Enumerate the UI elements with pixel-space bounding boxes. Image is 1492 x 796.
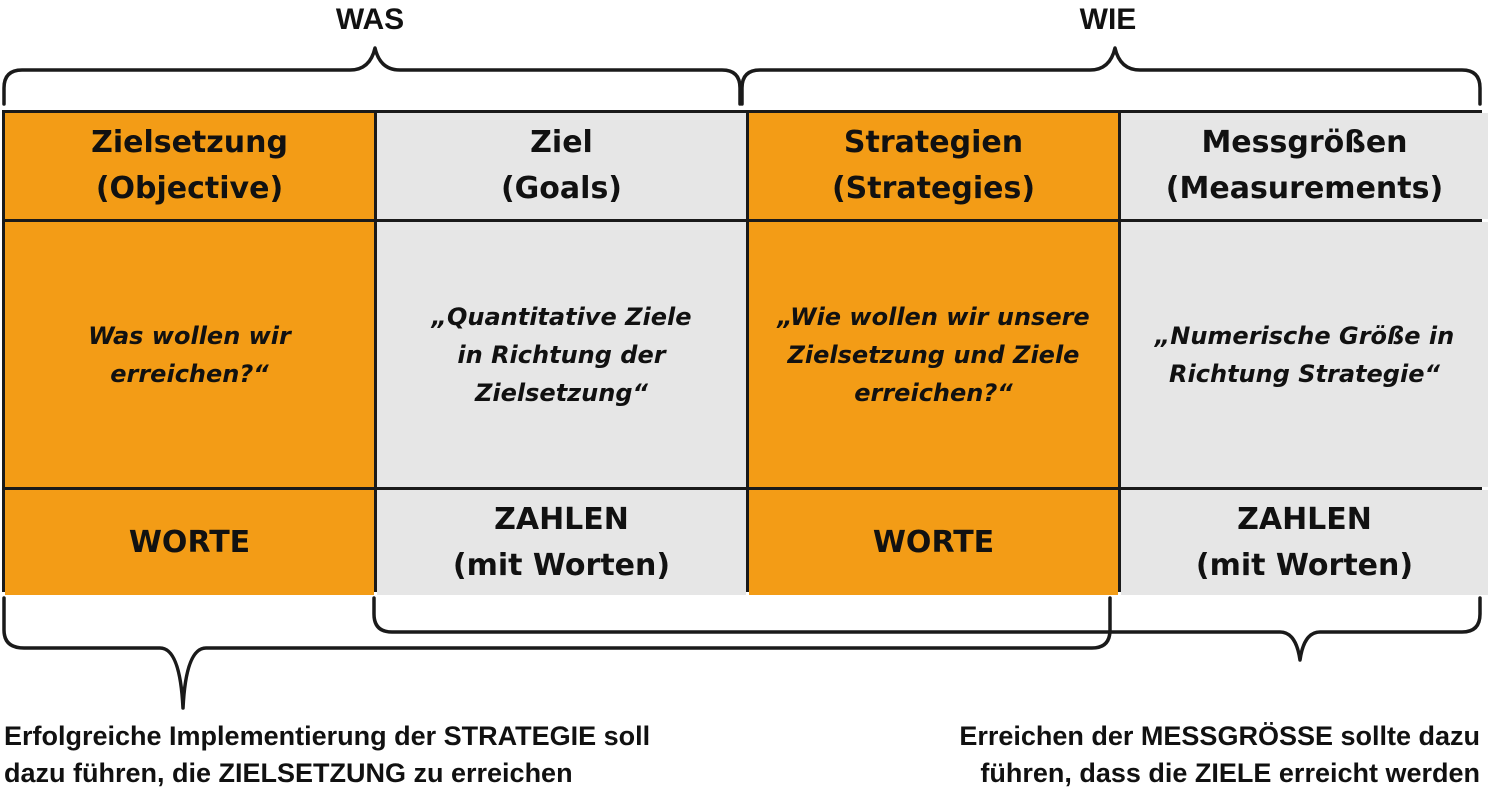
question-line: „Numerische Größe in <box>1154 321 1455 350</box>
question-line: Zielsetzung und Ziele <box>787 340 1080 369</box>
header-title: Ziel <box>530 125 593 160</box>
question-line: „Quantitative Ziele <box>431 302 692 331</box>
question-line: Was wollen wir <box>88 321 291 350</box>
footer-text: ZAHLEN <box>494 501 629 537</box>
footer-cell-strategies: WORTE <box>749 490 1118 595</box>
goal-framework-table: Zielsetzung (Objective) Ziel (Goals) Str… <box>2 110 1488 595</box>
question-cell-objective: Was wollen wir erreichen?“ <box>5 222 374 487</box>
question-cell-strategies: „Wie wollen wir unsere Zielsetzung und Z… <box>749 222 1118 487</box>
header-cell-objective: Zielsetzung (Objective) <box>5 113 374 219</box>
footer-text: ZAHLEN <box>1237 501 1372 537</box>
question-cell-measurements: „Numerische Größe in Richtung Strategie“ <box>1121 222 1488 487</box>
question-line: in Richtung der <box>457 340 666 369</box>
header-subtitle: (Measurements) <box>1165 171 1444 206</box>
question-line: Richtung Strategie“ <box>1169 359 1440 388</box>
header-subtitle: (Strategies) <box>831 171 1036 206</box>
footer-subtext: (mit Worten) <box>452 547 671 583</box>
question-line: Zielsetzung“ <box>475 378 648 407</box>
question-line: „Wie wollen wir unsere <box>777 302 1090 331</box>
strategy-caption: Erfolgreiche Implementierung der STRATEG… <box>4 718 650 792</box>
strategy-brace <box>2 596 1112 710</box>
header-cell-goals: Ziel (Goals) <box>377 113 746 219</box>
caption-line: führen, dass die ZIELE erreicht werden <box>980 758 1480 788</box>
header-title: Messgrößen <box>1201 125 1408 160</box>
wie-label: WIE <box>1079 3 1137 36</box>
footer-cell-goals: ZAHLEN (mit Worten) <box>377 490 746 595</box>
header-cell-strategies: Strategien (Strategies) <box>749 113 1118 219</box>
footer-cell-objective: WORTE <box>5 490 374 595</box>
question-cell-goals: „Quantitative Ziele in Richtung der Ziel… <box>377 222 746 487</box>
header-title: Strategien <box>843 125 1024 160</box>
header-cell-measurements: Messgrößen (Measurements) <box>1121 113 1488 219</box>
footer-text: WORTE <box>128 524 251 560</box>
footer-text: WORTE <box>872 524 995 560</box>
header-subtitle: (Objective) <box>95 171 284 206</box>
caption-line: dazu führen, die ZIELSETZUNG zu erreiche… <box>4 758 573 788</box>
footer-subtext: (mit Worten) <box>1195 547 1414 583</box>
footer-cell-measurements: ZAHLEN (mit Worten) <box>1121 490 1488 595</box>
question-line: erreichen?“ <box>854 378 1013 407</box>
caption-line: Erfolgreiche Implementierung der STRATEG… <box>4 721 651 751</box>
measurement-brace <box>372 596 1482 662</box>
measurement-caption: Erreichen der MESSGRÖSSE sollte dazu füh… <box>959 718 1480 792</box>
wie-brace <box>740 46 1482 106</box>
caption-line: Erreichen der MESSGRÖSSE sollte dazu <box>959 721 1480 751</box>
header-title: Zielsetzung <box>91 125 288 160</box>
was-brace <box>2 46 742 106</box>
header-subtitle: (Goals) <box>500 171 623 206</box>
question-line: erreichen?“ <box>110 359 269 388</box>
was-label: WAS <box>335 3 405 36</box>
